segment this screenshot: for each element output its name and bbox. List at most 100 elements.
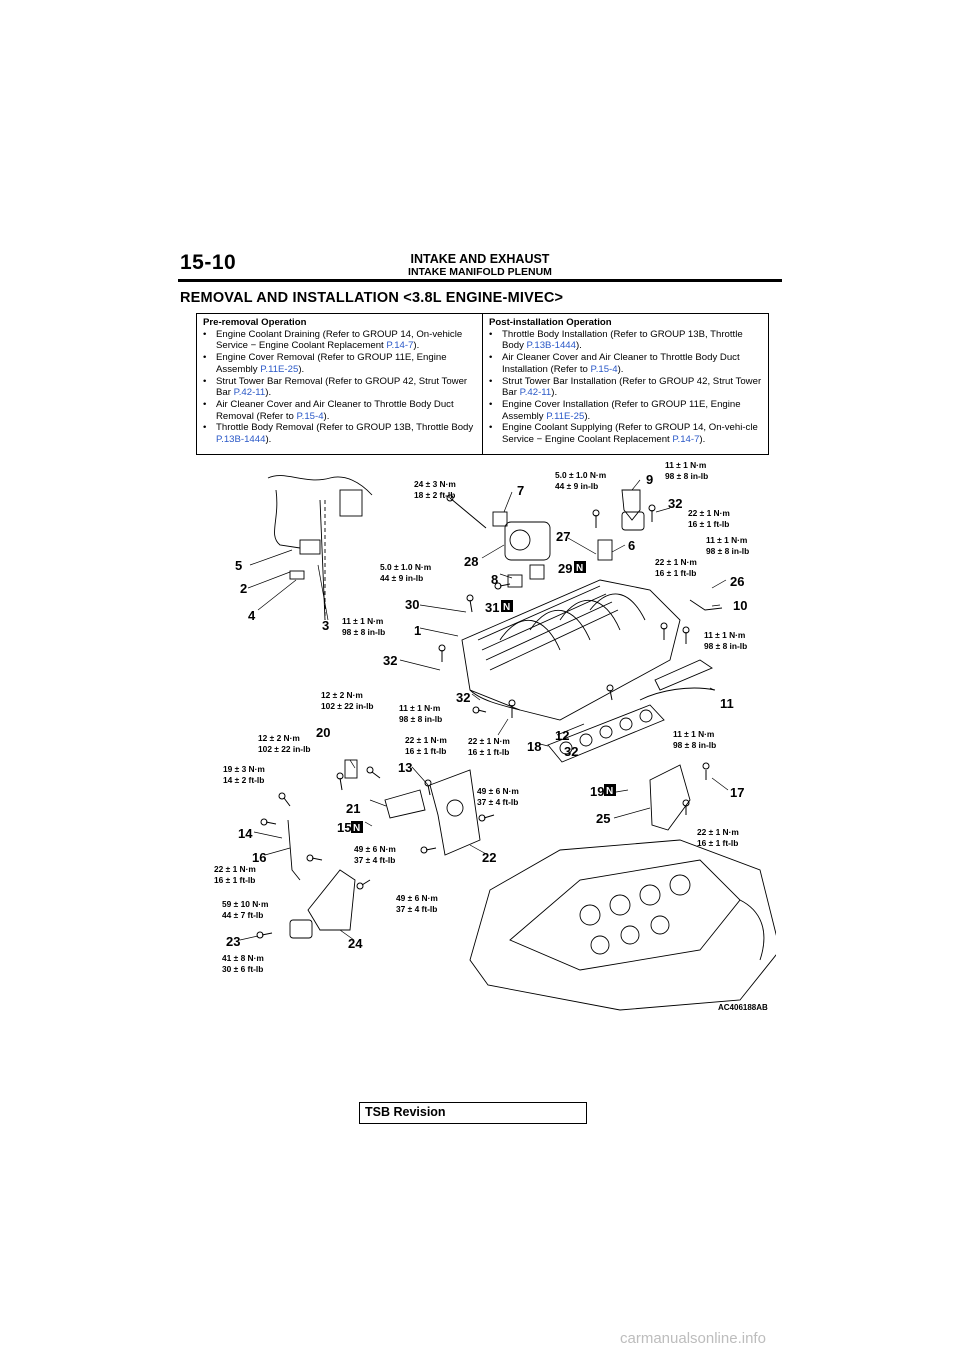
torque-nm: 11 ± 1 N·m — [399, 703, 440, 713]
pre-removal-item: •Throttle Body Removal (Refer to GROUP 1… — [203, 422, 476, 445]
part-label: 21 — [346, 801, 360, 816]
part-label: 30 — [405, 597, 419, 612]
item-text: Engine Cover Removal (Refer to GROUP 11E… — [216, 352, 447, 375]
post-installation-item: • Engine Cover Installation (Refer to GRO… — [489, 399, 762, 422]
torque-nm: 22 ± 1 N·m — [468, 736, 510, 746]
item-tail: ). — [298, 363, 305, 375]
torque-nm: 22 ± 1 N·m — [655, 557, 697, 567]
torque-imperial: 102 ± 22 in-lb — [258, 744, 311, 754]
pre-removal-column: Pre-removal Operation • Engine Coolant Dr… — [197, 314, 482, 454]
torque-imperial: 30 ± 6 ft-lb — [222, 964, 263, 974]
page-link[interactable]: P.13B-1444 — [216, 434, 266, 446]
torque-imperial: 16 ± 1 ft-lb — [405, 746, 446, 756]
item-tail: ). — [575, 340, 582, 352]
new-part-marker: N — [353, 823, 360, 834]
torque-imperial: 14 ± 2 ft-lb — [223, 775, 264, 785]
post-installation-item: • Throttle Body Installation (Refer to GR… — [489, 329, 762, 352]
tsb-revision-box — [359, 1102, 587, 1124]
page-link[interactable]: P.15-4 — [590, 363, 618, 375]
section-title: REMOVAL AND INSTALLATION <3.8L ENGINE-MI… — [180, 290, 564, 306]
bullet-icon: • — [489, 375, 493, 387]
torque-imperial: 44 ± 7 ft-lb — [222, 910, 263, 920]
tsb-revision-label: TSB Revision — [365, 1105, 446, 1119]
new-part-marker-icon — [604, 784, 616, 796]
torque-nm: 49 ± 6 N·m — [354, 844, 396, 854]
torque-imperial: 18 ± 2 ft-lb — [414, 490, 455, 500]
torque-nm: 24 ± 3 N·m — [414, 479, 456, 489]
item-tail: ). — [323, 410, 330, 422]
part-label: 25 — [596, 811, 610, 826]
item-text: Engine Cover Installation (Refer to GROU… — [502, 398, 741, 422]
part-label: 32 — [668, 496, 682, 511]
new-part-marker-icon — [351, 821, 363, 833]
item-text: Air Cleaner Cover and Air Cleaner to Thr… — [502, 352, 740, 375]
part-label: 31 — [485, 600, 499, 615]
torque-imperial: 44 ± 9 in-lb — [380, 573, 423, 583]
watermark: carmanualsonline.info — [620, 1330, 766, 1347]
bullet-icon: • — [203, 398, 207, 410]
page-number: 15-10 — [180, 251, 237, 274]
torque-imperial: 98 ± 8 in-lb — [673, 740, 716, 750]
part-label: 4 — [248, 608, 256, 623]
post-installation-item: •Engine Coolant Supplying (Refer to GROU… — [489, 422, 762, 445]
part-label: 10 — [733, 598, 747, 613]
page-link[interactable]: P.42-11 — [519, 387, 552, 399]
header-title: INTAKE AND EXHAUST — [410, 252, 550, 266]
part-label: 16 — [252, 850, 266, 865]
engine-illustration — [239, 475, 776, 1011]
part-label: 12 — [555, 728, 569, 743]
bullet-icon: • — [203, 328, 207, 340]
part-label: 8 — [491, 572, 498, 587]
torque-imperial: 37 ± 4 ft-lb — [396, 904, 437, 914]
torque-imperial: 98 ± 8 in-lb — [706, 546, 749, 556]
page-link[interactable]: P.11E-25 — [260, 363, 299, 375]
item-text: Air Cleaner Cover and Air Cleaner to Thr… — [216, 398, 454, 422]
part-label: 32 — [564, 744, 578, 759]
torque-nm: 41 ± 8 N·m — [222, 953, 264, 963]
item-text: Engine Coolant Draining (Refer to GROUP … — [216, 328, 463, 352]
torque-imperial: 44 ± 9 in-lb — [555, 481, 598, 491]
part-label: 13 — [398, 760, 412, 775]
item-tail: ). — [699, 434, 706, 446]
torque-imperial: 16 ± 1 ft-lb — [697, 838, 738, 848]
item-text: Strut Tower Bar Installation (Refer to G… — [502, 375, 762, 399]
page-link[interactable]: P.14-7 — [386, 340, 414, 352]
bullet-icon: • — [489, 398, 493, 410]
torque-nm: 59 ± 10 N·m — [222, 899, 269, 909]
part-label: 20 — [316, 725, 330, 740]
torque-nm: 22 ± 1 N·m — [214, 864, 256, 874]
torque-imperial: 98 ± 8 in-lb — [342, 627, 385, 637]
torque-nm: 11 ± 1 N·m — [665, 460, 706, 470]
item-text: Throttle Body Installation (Refer to GRO… — [502, 328, 743, 352]
page-link[interactable]: P.11E-25 — [546, 410, 585, 422]
part-label: 29 — [558, 561, 572, 576]
torque-nm: 22 ± 1 N·m — [697, 827, 739, 837]
torque-nm: 22 ± 1 N·m — [405, 735, 447, 745]
bullet-icon: • — [489, 422, 493, 434]
page-link[interactable]: P.14-7 — [672, 434, 700, 446]
torque-nm: 49 ± 6 N·m — [396, 893, 438, 903]
page-link[interactable]: P.42-11 — [233, 387, 266, 399]
post-installation-heading: Post-installation Operation — [489, 317, 612, 328]
pre-removal-heading: Pre-removal Operation — [203, 317, 307, 328]
pre-removal-item: • Engine Coolant Draining (Refer to GROUP… — [203, 329, 476, 352]
torque-imperial: 16 ± 1 ft-lb — [655, 568, 696, 578]
torque-imperial: 16 ± 1 ft-lb — [214, 875, 255, 885]
torque-imperial: 98 ± 8 in-lb — [704, 641, 747, 651]
post-installation-item: • Strut Tower Bar Installation (Refer to … — [489, 376, 762, 399]
page-link[interactable]: P.13B-1444 — [526, 340, 576, 352]
item-tail: ). — [584, 410, 591, 422]
torque-imperial: 37 ± 4 ft-lb — [354, 855, 395, 865]
post-installation-column: Post-installation Operation • Throttle Bo… — [482, 314, 768, 454]
new-part-marker: N — [606, 786, 613, 797]
bullet-icon: • — [489, 328, 493, 340]
new-part-markers: N N N N — [351, 561, 616, 834]
page-link[interactable]: P.15-4 — [296, 410, 324, 422]
torque-imperial: 16 ± 1 ft-lb — [468, 747, 509, 757]
item-tail: ). — [551, 387, 558, 399]
part-label: 5 — [235, 558, 242, 573]
item-tail: ). — [265, 434, 272, 446]
part-label: 32 — [383, 653, 397, 668]
torque-imperial: 102 ± 22 in-lb — [321, 701, 374, 711]
torque-nm: 12 ± 2 N·m — [258, 733, 300, 743]
